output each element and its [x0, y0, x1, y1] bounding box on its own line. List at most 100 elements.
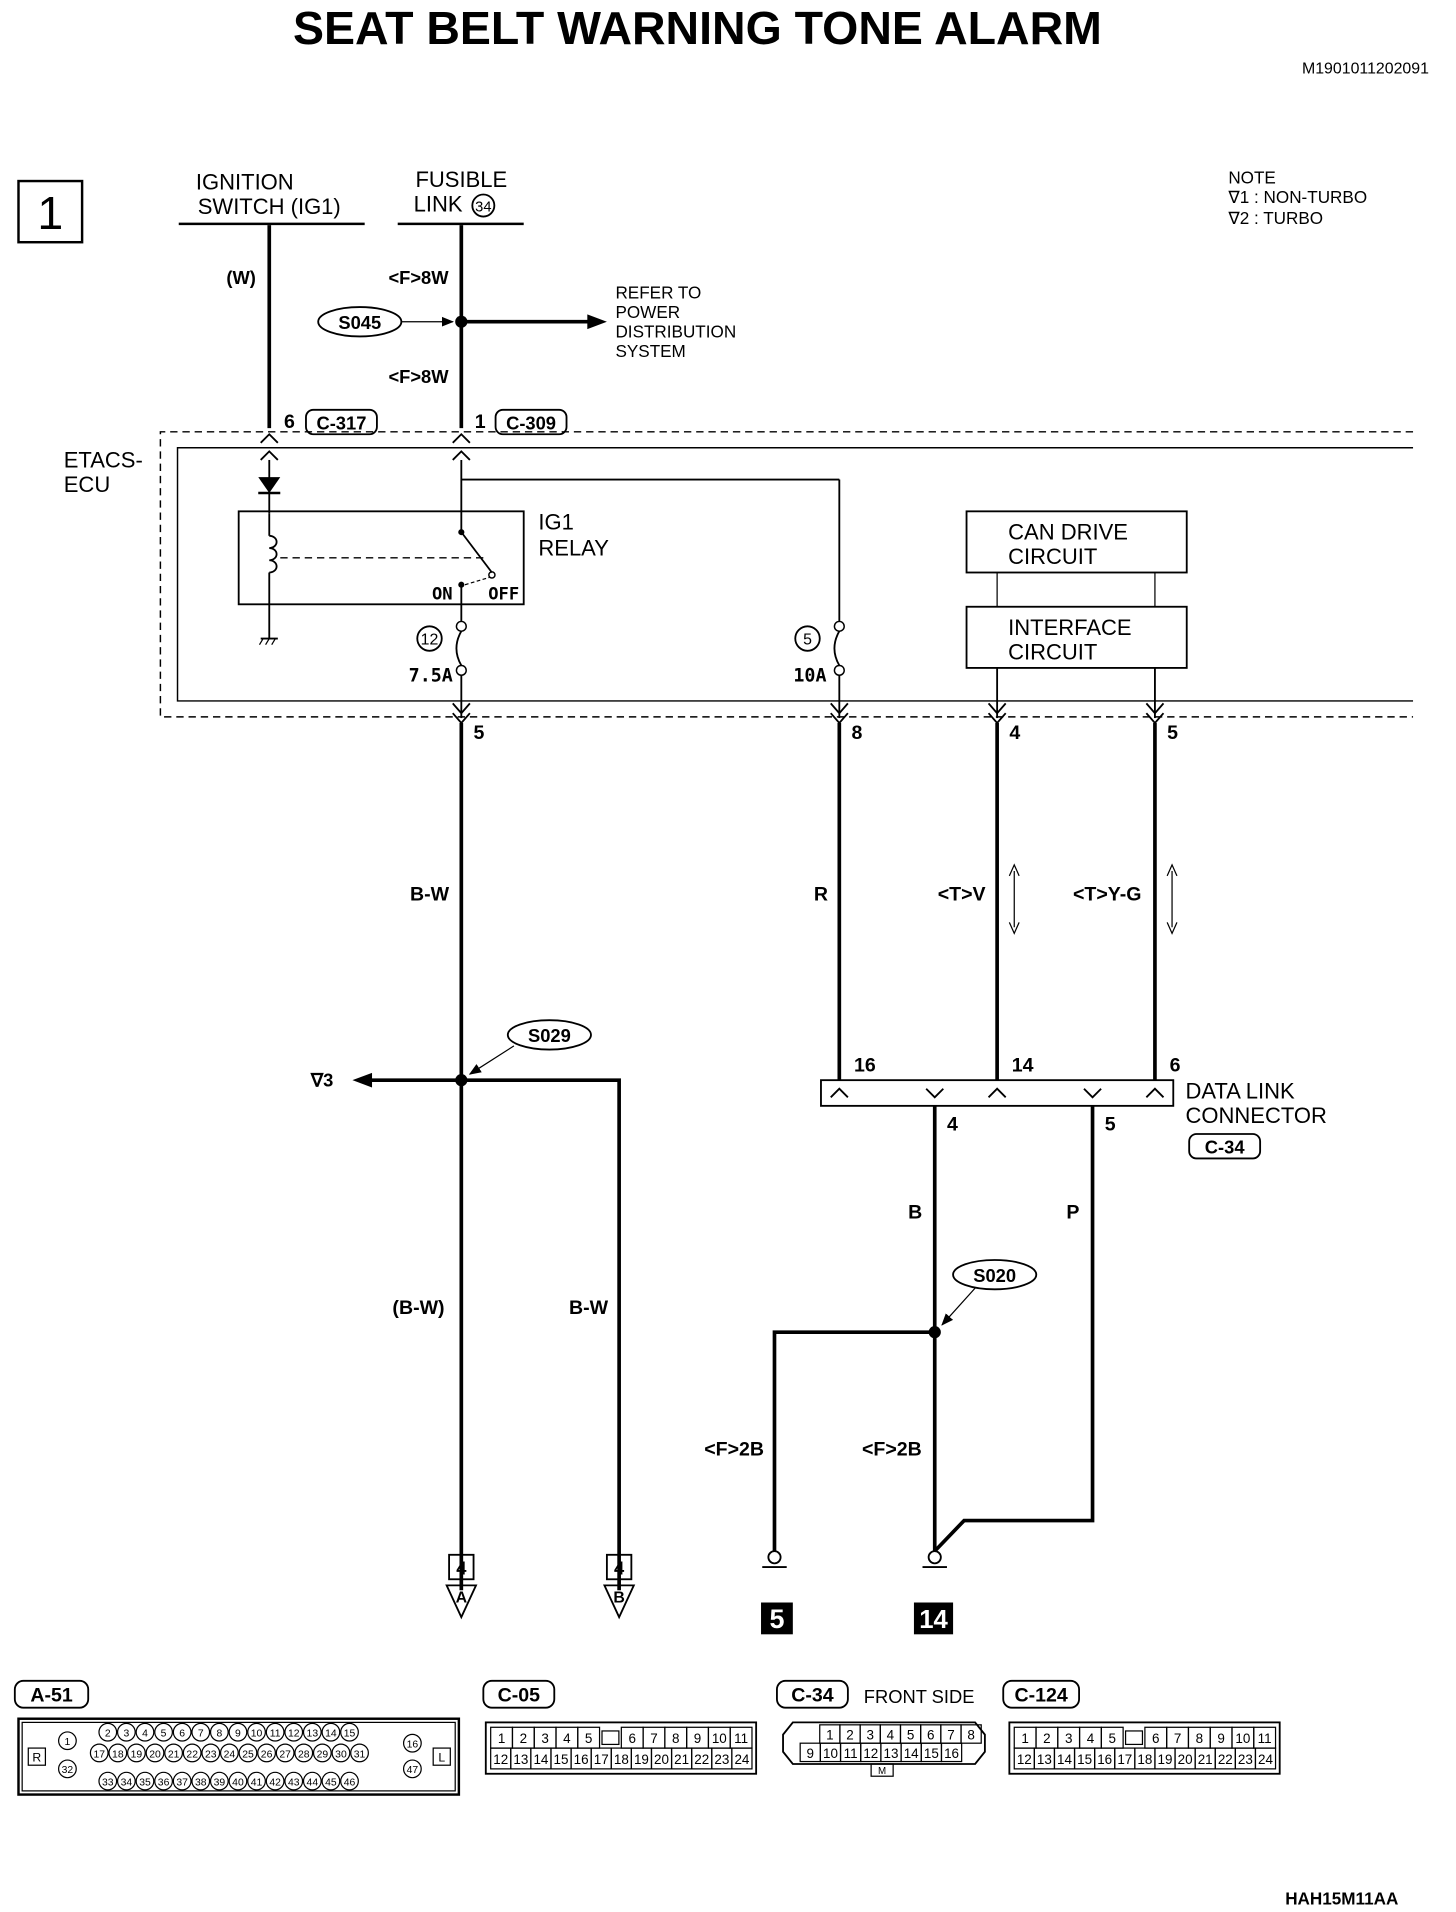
ecu-label-1: ETACS-: [64, 447, 143, 472]
pin-number: 43: [288, 1777, 300, 1788]
fusible-number-circle: [471, 193, 496, 218]
pin: [302, 1722, 322, 1742]
destination-a-page: 4: [456, 1557, 467, 1578]
ground-point-5: 5: [769, 1604, 784, 1634]
pin: [135, 1722, 155, 1742]
pin: [108, 1743, 128, 1763]
pin-number: 4: [887, 1728, 895, 1743]
connector-chevron: [452, 702, 471, 715]
connector-key: [1124, 1730, 1144, 1746]
dlc-pin-14: 14: [1012, 1055, 1034, 1077]
pin: [940, 1742, 963, 1763]
bidirectional-arrow-icon: [1166, 863, 1178, 935]
pin-number: 15: [344, 1728, 356, 1739]
power-distribution-arrow: [587, 314, 607, 330]
pin: [228, 1771, 248, 1791]
c309-badge: [494, 408, 568, 436]
pin: [284, 1722, 304, 1742]
pin-number: 7: [198, 1728, 204, 1739]
destination-b-label: B: [613, 1590, 624, 1607]
pin-number: 5: [161, 1728, 167, 1739]
fuse-12-icon: [455, 630, 463, 666]
pin-number: 9: [807, 1746, 814, 1761]
page-number: 1: [37, 187, 63, 239]
pin: [321, 1722, 341, 1742]
pin-number: 1: [65, 1737, 71, 1748]
pin: [201, 1743, 221, 1763]
interface-label-1: INTERFACE: [1008, 615, 1131, 640]
fuse-5-rating: 10A: [793, 665, 826, 686]
wire-color-r: R: [814, 883, 828, 905]
pin-number: 39: [214, 1777, 226, 1788]
fusible-link-label-2: LINK: [414, 192, 463, 217]
ecu-dashed-outline: [159, 431, 1414, 718]
pin-number: 21: [674, 1752, 689, 1767]
pin-number: 6: [927, 1728, 934, 1743]
wire-p: [933, 1105, 1095, 1553]
splice-s020-badge: [952, 1259, 1038, 1291]
ground-symbol-icon: [922, 1550, 947, 1568]
relay-on-label: ON: [432, 584, 453, 604]
pin-number: 10: [712, 1731, 727, 1746]
pin: [209, 1771, 229, 1791]
note-heading: NOTE: [1228, 168, 1276, 187]
pin-number: 7: [650, 1731, 657, 1746]
pin-number: 3: [866, 1728, 873, 1743]
pin: [58, 1731, 77, 1751]
splice-s029-badge: [506, 1019, 592, 1051]
dlc-code-badge: [1188, 1133, 1262, 1160]
pin-number: 13: [884, 1746, 899, 1761]
pin-number: 14: [1057, 1752, 1072, 1767]
pin: [312, 1743, 332, 1763]
pin-number: 38: [195, 1777, 207, 1788]
wire-color-f2b-left: <F>2B: [704, 1439, 764, 1461]
pin-number: 1: [1021, 1731, 1028, 1746]
pin: [89, 1743, 109, 1763]
note-line-1: ∇1 : NON-TURBO: [1227, 188, 1367, 207]
pin: [191, 1722, 211, 1742]
pin-number: 26: [261, 1749, 273, 1760]
ecu-label-2: ECU: [64, 472, 110, 497]
switch-contact-off: [488, 571, 496, 579]
pin-number: 6: [179, 1728, 185, 1739]
off-page-triangle-icon: [603, 1584, 636, 1620]
pin: [58, 1759, 77, 1779]
refer-line-4: SYSTEM: [615, 342, 685, 361]
diode-icon: [258, 477, 281, 493]
pin: [247, 1771, 266, 1791]
branch-star3-arrow: [352, 1072, 373, 1088]
pin-number: 24: [224, 1749, 236, 1760]
pin-number: 3: [541, 1731, 548, 1746]
c317-pin: 6: [284, 411, 295, 433]
c05-code-badge: [482, 1679, 556, 1709]
dlc-chevron: [1083, 1088, 1102, 1099]
pin-number: 15: [924, 1746, 939, 1761]
pin: [219, 1743, 239, 1763]
wire-color-p: P: [1066, 1201, 1079, 1223]
pin-number: 1: [826, 1728, 833, 1743]
pin-number: 15: [1077, 1752, 1092, 1767]
pin-number: 12: [863, 1746, 878, 1761]
pin: [350, 1743, 369, 1763]
pin-number: 6: [1152, 1731, 1159, 1746]
interface-label-2: CIRCUIT: [1008, 639, 1097, 664]
wire-color-bw-paren: (B-W): [392, 1297, 444, 1319]
pin-number: 47: [407, 1765, 419, 1776]
pin: [238, 1743, 258, 1763]
pin-number: 18: [614, 1752, 629, 1767]
pin-number: 35: [139, 1777, 151, 1788]
ecu-pin-5b: 5: [1167, 722, 1178, 744]
pin: [145, 1743, 165, 1763]
pin: [321, 1771, 341, 1791]
refer-line-3: DISTRIBUTION: [615, 323, 736, 342]
pin-number: 41: [251, 1777, 263, 1788]
wire-color-fl-upper: <F>8W: [388, 267, 449, 288]
pin-number: 24: [734, 1752, 749, 1767]
pin-number: 20: [1178, 1752, 1193, 1767]
pin: [116, 1722, 136, 1742]
dlc-pin-6: 6: [1170, 1055, 1181, 1077]
pin: [116, 1771, 136, 1791]
wire-color-b: B: [908, 1201, 922, 1223]
